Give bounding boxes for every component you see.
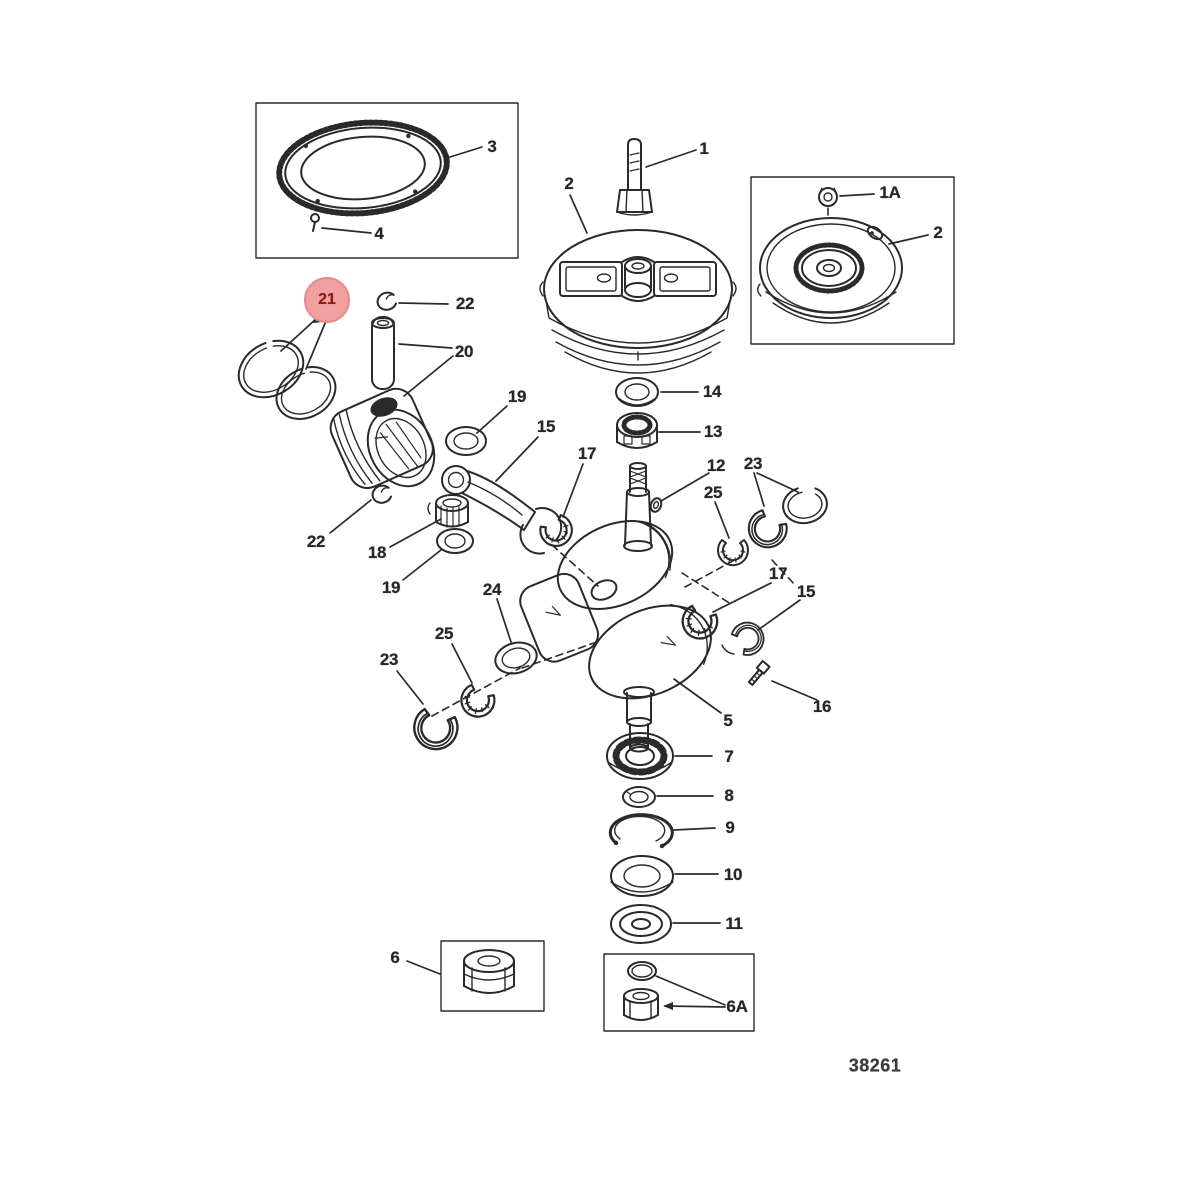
part-callout-19: 19 <box>381 578 401 597</box>
part-callout-16: 16 <box>812 697 832 716</box>
part-callout-13: 13 <box>703 422 723 441</box>
rod-cap-group-drawing <box>676 582 818 701</box>
ring-gear-box-drawing <box>255 102 519 259</box>
part-callout-2: 2 <box>564 174 574 193</box>
part-callout-15: 15 <box>796 582 816 601</box>
part-callout-1: 1 <box>699 139 709 158</box>
part-callout-20: 20 <box>454 342 474 361</box>
part-callout-6: 6 <box>390 948 400 967</box>
part-callout-10: 10 <box>723 865 743 884</box>
flywheel-bolt-drawing <box>616 138 697 216</box>
part-callout-9: 9 <box>725 818 735 837</box>
highlighted-part-number: 21 <box>318 291 336 308</box>
part-callout-6A: 6A <box>726 997 748 1016</box>
piston-group-drawing <box>329 289 508 581</box>
part-callout-22: 22 <box>306 532 326 551</box>
part-callout-1A: 1A <box>879 183 901 202</box>
part-callout-25: 25 <box>434 624 454 643</box>
part-callout-17: 17 <box>768 564 788 583</box>
alt-flywheel-box-drawing <box>750 176 955 345</box>
part-callout-11: 11 <box>725 914 743 933</box>
lower-seal-stack-drawing <box>606 732 721 944</box>
part-callout-18: 18 <box>367 543 387 562</box>
part-callout-17: 17 <box>577 444 597 463</box>
flywheel-drawing <box>539 194 737 374</box>
part-callout-25: 25 <box>703 483 723 502</box>
coupler-boxes-drawing <box>406 940 755 1032</box>
highlighted-part-callout: 21 <box>304 277 350 323</box>
part-callout-15: 15 <box>536 417 556 436</box>
right-bearing-halves-drawing <box>714 472 828 567</box>
part-callout-4: 4 <box>374 224 384 243</box>
part-callout-23: 23 <box>379 650 399 669</box>
part-callout-12: 12 <box>706 456 726 475</box>
part-callout-3: 3 <box>487 137 497 156</box>
part-callout-8: 8 <box>724 786 734 805</box>
part-callout-7: 7 <box>724 747 734 766</box>
part-callout-22: 22 <box>455 294 475 313</box>
part-callout-2: 2 <box>933 223 943 242</box>
part-callout-5: 5 <box>723 711 733 730</box>
upper-bearing-stack-drawing <box>615 377 710 513</box>
crankshaft-drawing <box>519 462 722 753</box>
piston-rings-drawing <box>237 306 337 420</box>
part-callout-23: 23 <box>743 454 763 473</box>
part-callout-14: 14 <box>702 382 722 401</box>
part-callout-24: 24 <box>482 580 502 599</box>
left-bearing-halves-drawing <box>396 598 538 756</box>
connecting-rod-drawing <box>441 436 584 555</box>
assembly-axis-lines <box>431 544 796 717</box>
part-callout-19: 19 <box>507 387 527 406</box>
drawing-number: 38261 <box>848 1055 902 1076</box>
